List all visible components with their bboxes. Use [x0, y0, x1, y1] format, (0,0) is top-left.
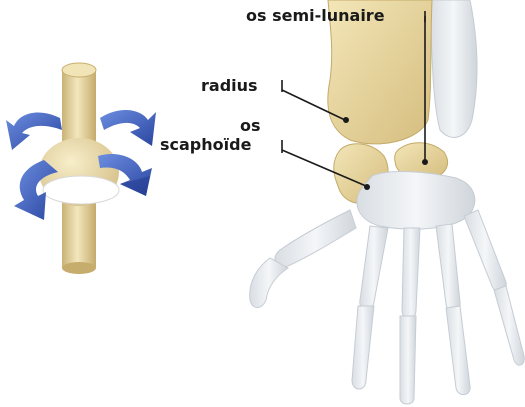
leader-dot-radius: [343, 117, 349, 123]
label-radius: radius: [201, 76, 258, 95]
phalanx-3: [400, 316, 416, 404]
metacarpal-5: [464, 210, 506, 292]
label-os-scaphoide-line2: scaphoïde: [160, 135, 251, 154]
joint-upper-cap: [62, 63, 96, 77]
metacarpal-2: [360, 226, 388, 310]
label-os-semi-lunaire: os semi-lunaire: [246, 6, 385, 25]
ulna-bone: [430, 0, 477, 137]
rotation-joint-icon: [6, 63, 156, 274]
phalanx-5: [494, 286, 524, 365]
metacarpal-thumb: [275, 210, 356, 267]
phalanx-2: [352, 306, 374, 389]
hand-skeleton: [250, 0, 525, 404]
label-os-scaphoide-line1: os: [240, 116, 261, 135]
leader-dot-semilunaire: [422, 159, 428, 165]
phalanx-4: [446, 306, 470, 395]
metacarpal-4: [436, 224, 460, 312]
arrow-back-left: [6, 112, 62, 150]
metacarpal-3: [402, 228, 420, 319]
phalanx-thumb: [250, 258, 288, 308]
joint-lower-cap: [62, 262, 96, 274]
leader-dot-scaphoide: [364, 184, 370, 190]
joint-socket-rim: [43, 176, 119, 204]
carpal-bones: [357, 172, 475, 230]
arrow-back-right: [100, 110, 156, 146]
